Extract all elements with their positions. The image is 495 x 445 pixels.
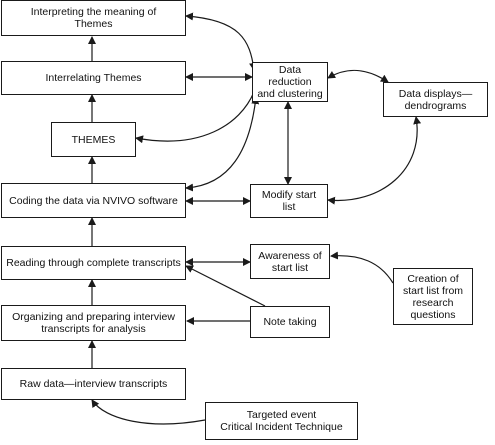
node-coding: Coding the data via NVIVO software	[1, 183, 186, 218]
node-data-displays: Data displays— dendrograms	[383, 82, 488, 117]
node-interrelating: Interrelating Themes	[1, 61, 186, 95]
node-themes: THEMES	[51, 122, 136, 157]
node-interpreting: Interpreting the meaning of Themes	[1, 0, 186, 36]
edge-reduction-to-themes	[135, 91, 255, 144]
node-creation: Creation of start list from research que…	[393, 268, 473, 325]
node-modify-start-list: Modify start list	[250, 184, 328, 218]
edge-displays-modify	[327, 116, 422, 205]
node-raw-data: Raw data—interview transcripts	[1, 368, 186, 400]
edge-reduction-coding	[185, 96, 260, 192]
edge-reduction-interpreting	[185, 12, 258, 71]
edge-targeted-to-raw	[91, 399, 206, 425]
node-note-taking: Note taking	[250, 306, 330, 338]
edge-creation-to-awareness	[330, 251, 394, 284]
edge-note-to-reading	[185, 265, 266, 307]
edge-displays-reduction	[327, 69, 389, 83]
node-reading: Reading through complete transcripts	[1, 246, 186, 280]
node-targeted: Targeted event Critical Incident Techniq…	[205, 402, 358, 440]
node-organizing: Organizing and preparing interview trans…	[1, 305, 186, 341]
node-data-reduction: Data reduction and clustering	[252, 62, 328, 102]
node-awareness: Awareness of start list	[250, 244, 330, 279]
